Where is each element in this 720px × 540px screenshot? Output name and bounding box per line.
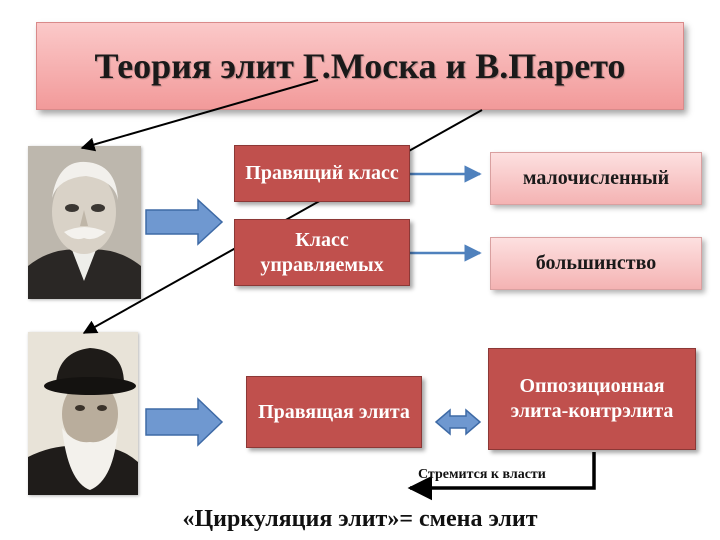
counter-elite-label: Оппозиционная элита-контрэлита xyxy=(510,375,674,422)
circulation-of-elites-text: «Циркуляция элит»= смена элит xyxy=(182,506,538,532)
majority-label: большинство xyxy=(535,252,657,274)
ruling-elite-label: Правящая элита xyxy=(258,400,410,423)
page-title: Теория элит Г.Моска и В.Парето xyxy=(94,46,626,86)
ruling-class-box: Правящий класс xyxy=(234,145,410,202)
title-box: Теория элит Г.Моска и В.Парето xyxy=(36,22,684,110)
portrait-mosca-image xyxy=(28,146,141,299)
counter-elite-box: Оппозиционная элита-контрэлита xyxy=(488,348,696,450)
portrait-pareto-image xyxy=(28,332,138,495)
minority-label: малочисленный xyxy=(522,167,670,189)
ruling-class-label: Правящий класс xyxy=(245,162,399,184)
governed-class-box: Класс управляемых xyxy=(234,219,410,286)
block-arrow-right-icon-2 xyxy=(145,397,224,447)
pointer-arrow-mosca xyxy=(80,79,319,152)
striving-arrow xyxy=(407,452,596,501)
ruling-elite-box: Правящая элита xyxy=(246,376,422,448)
striving-for-power-label: Стремится к власти xyxy=(418,467,546,482)
double-arrow-icon xyxy=(434,408,482,436)
majority-box: большинство xyxy=(490,237,702,290)
governed-class-label: Класс управляемых xyxy=(260,228,384,276)
minority-box: малочисленный xyxy=(490,152,702,205)
block-arrow-right-icon xyxy=(145,198,224,246)
